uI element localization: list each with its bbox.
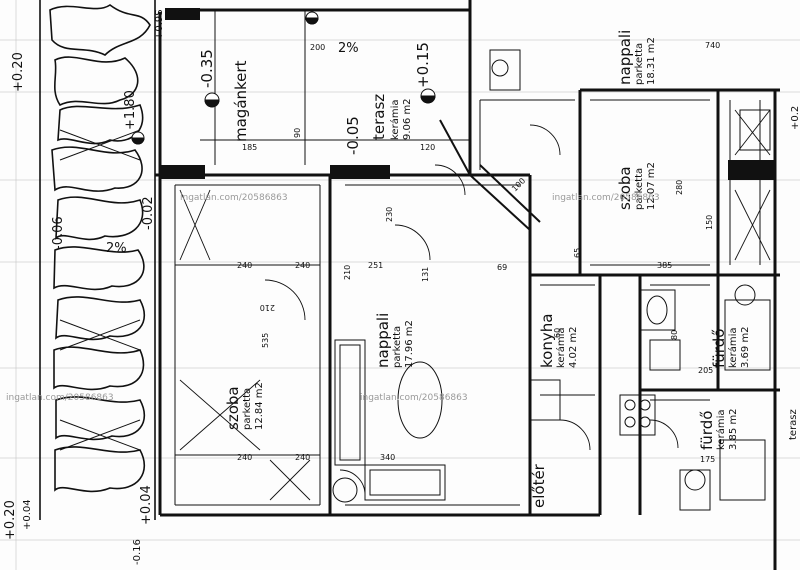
interior-lines [174, 10, 761, 506]
room-maganakert-name: magánkert [232, 60, 250, 142]
dim-90: 90 [293, 128, 302, 138]
dim-150: 150 [705, 215, 714, 230]
room-nappali-top-sub: parketta [634, 43, 645, 85]
room-nappali-name: nappali [374, 313, 392, 368]
room-nappali-top-name: nappali [616, 30, 634, 85]
room-eloter-name: előtér [530, 463, 548, 508]
dim-65: 65 [573, 248, 582, 258]
level-terasz: +0.15 [414, 42, 432, 88]
room-konyha-area: 4.02 m2 [568, 326, 579, 368]
door-swings [264, 124, 679, 496]
dim-340: 340 [380, 453, 395, 462]
dim-69: 69 [497, 263, 507, 272]
slope-labels: 2% 2% [106, 41, 359, 256]
room-furdo-sub: kerámia [715, 410, 727, 450]
room-labels: magánkert terasz kerámia 9.06 m2 nappali… [224, 30, 799, 508]
room-szoba-right-sub: parketta [634, 168, 645, 210]
dim-175: 175 [700, 455, 715, 464]
dim-240-c: 240 [237, 453, 252, 462]
slope-terasz: 2% [338, 41, 359, 56]
dim-240-a: 240 [237, 261, 252, 270]
level-maganakert: -0.35 [198, 49, 216, 88]
dim-251: 251 [368, 261, 383, 270]
dim-210-a: 210 [343, 265, 352, 280]
dim-120: 120 [420, 143, 435, 152]
room-furdo-right-name: fürdő [710, 329, 728, 368]
level-garden-side: -0.06 [51, 216, 66, 250]
watermark-4: ingatlan.com/20586863 [360, 393, 468, 403]
room-terasz-sub: kerámia [389, 100, 401, 140]
dim-131: 131 [421, 267, 430, 282]
room-nappali-area: 17.96 m2 [404, 320, 415, 368]
watermark-1: ingatlan.com/20586863 [180, 193, 288, 203]
room-furdo-name: fürdő [698, 411, 716, 450]
dim-205: 205 [698, 366, 713, 375]
room-nappali-sub: parketta [392, 326, 403, 368]
dim-240-d: 240 [295, 453, 310, 462]
cross-marks [179, 109, 771, 501]
room-szoba-left-name: szoba [224, 386, 242, 430]
room-furdo-area: 3.85 m2 [728, 408, 739, 450]
slope-garden: 2% [106, 241, 127, 256]
watermark-2: ingatlan.com/20586863 [552, 193, 660, 203]
room-terasz-area: 9.06 m2 [402, 98, 413, 140]
furniture [332, 49, 771, 511]
room-szoba-left-area: 12.84 m2 [254, 382, 265, 430]
dim-240-b: 240 [295, 261, 310, 270]
level-markers [131, 11, 436, 145]
dim-280: 280 [675, 180, 684, 195]
level-top-left: +0.20 [11, 52, 26, 92]
room-nappali-top-area: 18.31 m2 [646, 37, 657, 85]
level-right-edge: +0.2 [790, 106, 800, 130]
dim-60: 60 [553, 328, 562, 338]
room-szoba-right-name: szoba [616, 166, 634, 210]
dim-80: 80 [670, 330, 679, 340]
room-furdo-right-area: 3.69 m2 [740, 326, 751, 368]
dim-230: 230 [385, 207, 394, 222]
room-konyha-sub: kerámia [555, 328, 567, 368]
black-columns [160, 8, 774, 180]
dim-200: 200 [310, 43, 325, 52]
level-bottom-b: -0.16 [132, 539, 143, 565]
diagonal-passage [439, 119, 541, 231]
level-top-strip: +0.9S [154, 9, 165, 40]
room-konyha-name: konyha [538, 314, 556, 368]
dim-185: 185 [242, 143, 257, 152]
room-terasz-name: terasz [370, 94, 388, 140]
room-szoba-right-area: 12.07 m2 [646, 162, 657, 210]
garden-strip [39, 0, 156, 520]
dim-100: 100 [510, 176, 527, 193]
dim-210-b: 210 [260, 303, 275, 312]
room-furdo-right-sub: kerámia [727, 328, 739, 368]
dimension-labels: 740 210 230 120 100 280 150 385 240 240 … [237, 41, 720, 464]
level-upper-mid: -0.05 [344, 116, 362, 155]
room-szoba-left-sub: parketta [242, 388, 253, 430]
level-bottom-left-b: +0.20 [3, 500, 18, 540]
level-upper-garden: +1.80 [123, 90, 138, 130]
watermark-3: ingatlan.com/20586863 [6, 393, 114, 403]
level-bottom-a: +0.04 [22, 499, 33, 530]
dim-385: 385 [657, 261, 672, 270]
dim-535: 535 [261, 333, 270, 348]
watermarks: ingatlan.com/20586863 ingatlan.com/20586… [6, 193, 660, 403]
level-garden-side-b: -0.02 [141, 196, 156, 230]
level-labels: +0.20 -0.35 -0.05 +0.15 -0.06 -0.02 +1.8… [3, 9, 800, 565]
garden-branches [59, 129, 141, 451]
dim-740: 740 [705, 41, 720, 50]
room-terasz-edge-name: terasz [788, 409, 799, 440]
level-bottom-left-a: +0.04 [139, 485, 154, 525]
